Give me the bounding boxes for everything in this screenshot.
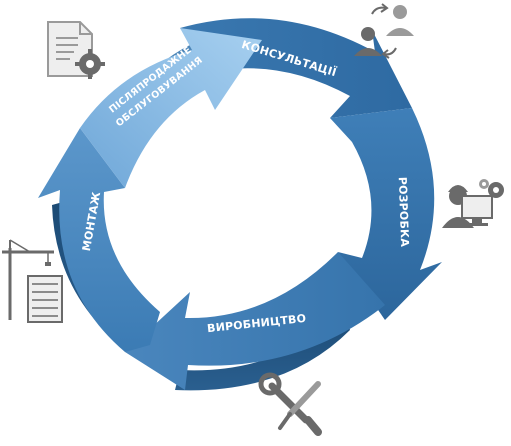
arrow-development [330,108,442,320]
document-gear-icon [47,21,105,79]
label-development: РОЗРОБКА [396,177,411,248]
people-exchange-icon [354,3,414,59]
crane-building-icon [2,239,63,323]
arrow-production [125,252,385,390]
wrench-screwdriver-icon [258,372,322,436]
engineer-computer-gear-icon [442,179,504,228]
arrow-aftersales [80,28,262,188]
arrow-installation [38,128,160,352]
